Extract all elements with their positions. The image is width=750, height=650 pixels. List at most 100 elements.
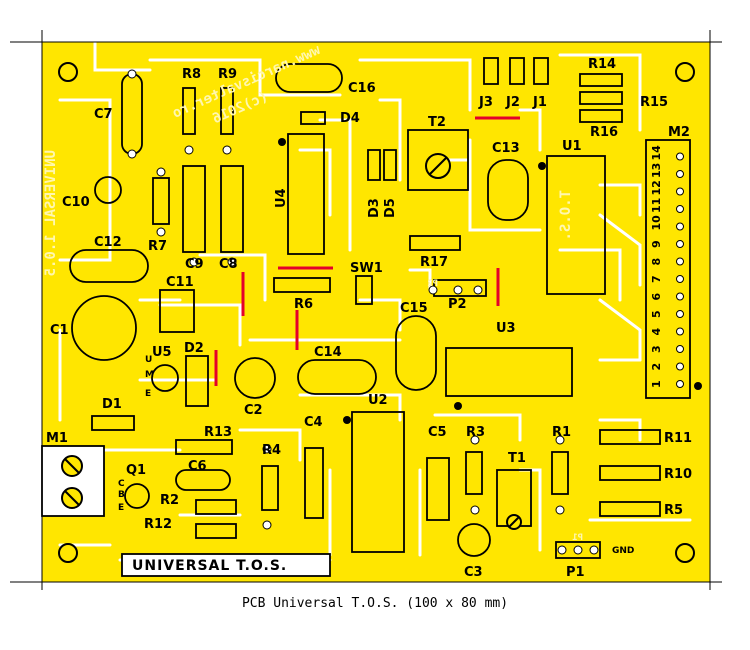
svg-text:M: M bbox=[145, 370, 154, 380]
m2-pin-11: 11 bbox=[650, 198, 663, 213]
label-u3: U3 bbox=[496, 321, 516, 336]
label-m2: M2 bbox=[668, 125, 690, 140]
label-c16: C16 bbox=[348, 81, 376, 96]
label-u5: U5 bbox=[152, 345, 172, 360]
label-c14: C14 bbox=[314, 345, 342, 360]
label-d4: D4 bbox=[340, 111, 360, 126]
t1-trimmer bbox=[506, 514, 522, 530]
label-c1: C1 bbox=[50, 323, 69, 338]
label-r1: R1 bbox=[552, 425, 571, 440]
label-j1: J1 bbox=[532, 95, 547, 110]
m2-pad bbox=[676, 292, 684, 301]
label-r12: R12 bbox=[144, 517, 172, 532]
label-c3: C3 bbox=[464, 565, 483, 580]
m2-pad bbox=[676, 310, 684, 318]
m2-pad bbox=[676, 380, 684, 388]
label-c8: C8 bbox=[219, 257, 238, 272]
label-c2: C2 bbox=[244, 403, 263, 418]
label-c12: C12 bbox=[94, 235, 122, 250]
pin1-markers bbox=[278, 138, 702, 424]
m2-pin-14: 14 bbox=[650, 145, 663, 161]
label-c11: C11 bbox=[166, 275, 194, 290]
label-r2: R2 bbox=[160, 493, 179, 508]
label-r5: R5 bbox=[664, 503, 683, 518]
component-outlines bbox=[41, 57, 691, 577]
m2-pin-2: 2 bbox=[650, 363, 663, 371]
label-d2: D2 bbox=[184, 341, 204, 356]
m2-pad bbox=[676, 240, 684, 248]
mounting-holes bbox=[58, 62, 695, 563]
label-r13: R13 bbox=[204, 425, 232, 440]
label-d3: D3 bbox=[367, 198, 382, 218]
m2-pad bbox=[676, 257, 684, 266]
label-r16: R16 bbox=[590, 125, 618, 140]
svg-text:B: B bbox=[118, 490, 125, 500]
m2-pad bbox=[676, 327, 684, 336]
label-r11: R11 bbox=[664, 431, 692, 446]
label-q1: Q1 bbox=[126, 463, 146, 478]
label-p1: P1 bbox=[566, 565, 585, 580]
copper-fill bbox=[42, 42, 710, 582]
label-r8: R8 bbox=[182, 67, 201, 82]
label-c15: C15 bbox=[400, 301, 428, 316]
label-r10: R10 bbox=[664, 467, 692, 482]
label-u2: U2 bbox=[368, 393, 388, 408]
label-t2: T2 bbox=[428, 115, 446, 130]
label-m1: M1 bbox=[46, 431, 68, 446]
svg-text:UNIVERSAL 1.0.5: UNIVERSAL 1.0.5 bbox=[43, 150, 59, 276]
svg-text:U: U bbox=[145, 355, 152, 365]
label-j3: J3 bbox=[478, 95, 493, 110]
label-c5: C5 bbox=[428, 425, 447, 440]
m2-pad bbox=[676, 345, 684, 353]
label-r17: R17 bbox=[420, 255, 448, 270]
label-c6: C6 bbox=[188, 459, 207, 474]
board-outline bbox=[41, 41, 711, 583]
label-r9: R9 bbox=[218, 67, 237, 82]
label-t1: T1 bbox=[508, 451, 526, 466]
label-u4: U4 bbox=[274, 188, 289, 208]
m2-pin-6: 6 bbox=[650, 293, 663, 301]
label-d1: D1 bbox=[102, 397, 122, 412]
m2-pad bbox=[676, 187, 684, 196]
label-c7: C7 bbox=[94, 107, 113, 122]
m2-pin-5: 5 bbox=[650, 310, 663, 318]
label-u1: U1 bbox=[562, 139, 582, 154]
m2-pad bbox=[676, 170, 684, 178]
component-designators: R8 R9 C7 C16 D4 J3 J2 J1 R14 R15 R16 M2 … bbox=[46, 57, 692, 580]
isolation-channels bbox=[58, 38, 692, 562]
terminal-screws bbox=[61, 455, 83, 509]
m2-pin-8: 8 bbox=[650, 258, 663, 266]
label-c13: C13 bbox=[492, 141, 520, 156]
red-jumpers bbox=[214, 116, 520, 386]
m2-pin-12: 12 bbox=[650, 180, 663, 195]
label-j2: J2 bbox=[505, 95, 520, 110]
solder-pads bbox=[127, 69, 599, 555]
m2-pad bbox=[676, 152, 684, 161]
m2-pin-7: 7 bbox=[650, 275, 663, 283]
label-d5: D5 bbox=[383, 198, 398, 218]
m2-pad bbox=[676, 275, 684, 283]
svg-text:E: E bbox=[145, 389, 151, 399]
m2-pin-1: 1 bbox=[650, 380, 663, 388]
t2-trimmer bbox=[425, 153, 451, 179]
svg-text:P2: P2 bbox=[427, 279, 438, 289]
m2-pad bbox=[676, 205, 684, 213]
label-r6: R6 bbox=[294, 297, 313, 312]
figure-caption: PCB Universal T.O.S. (100 x 80 mm) bbox=[241, 596, 509, 611]
svg-text:E: E bbox=[118, 503, 124, 513]
m2-pin-4: 4 bbox=[650, 328, 663, 336]
label-r7: R7 bbox=[148, 239, 167, 254]
label-r15: R15 bbox=[640, 95, 668, 110]
brand-label: UNIVERSAL T.O.S. bbox=[132, 558, 287, 574]
label-r14: R14 bbox=[588, 57, 616, 72]
label-r3: R3 bbox=[466, 425, 485, 440]
svg-text:P1: P1 bbox=[572, 533, 583, 543]
m2-pad bbox=[676, 222, 684, 231]
label-r4: R4 bbox=[262, 443, 281, 458]
label-sw1: SW1 bbox=[350, 261, 383, 276]
svg-text:GND: GND bbox=[612, 546, 634, 556]
svg-text:T.O.S.: T.O.S. bbox=[558, 190, 574, 241]
m2-pad bbox=[676, 362, 684, 371]
m2-pin-10: 10 bbox=[650, 215, 663, 231]
